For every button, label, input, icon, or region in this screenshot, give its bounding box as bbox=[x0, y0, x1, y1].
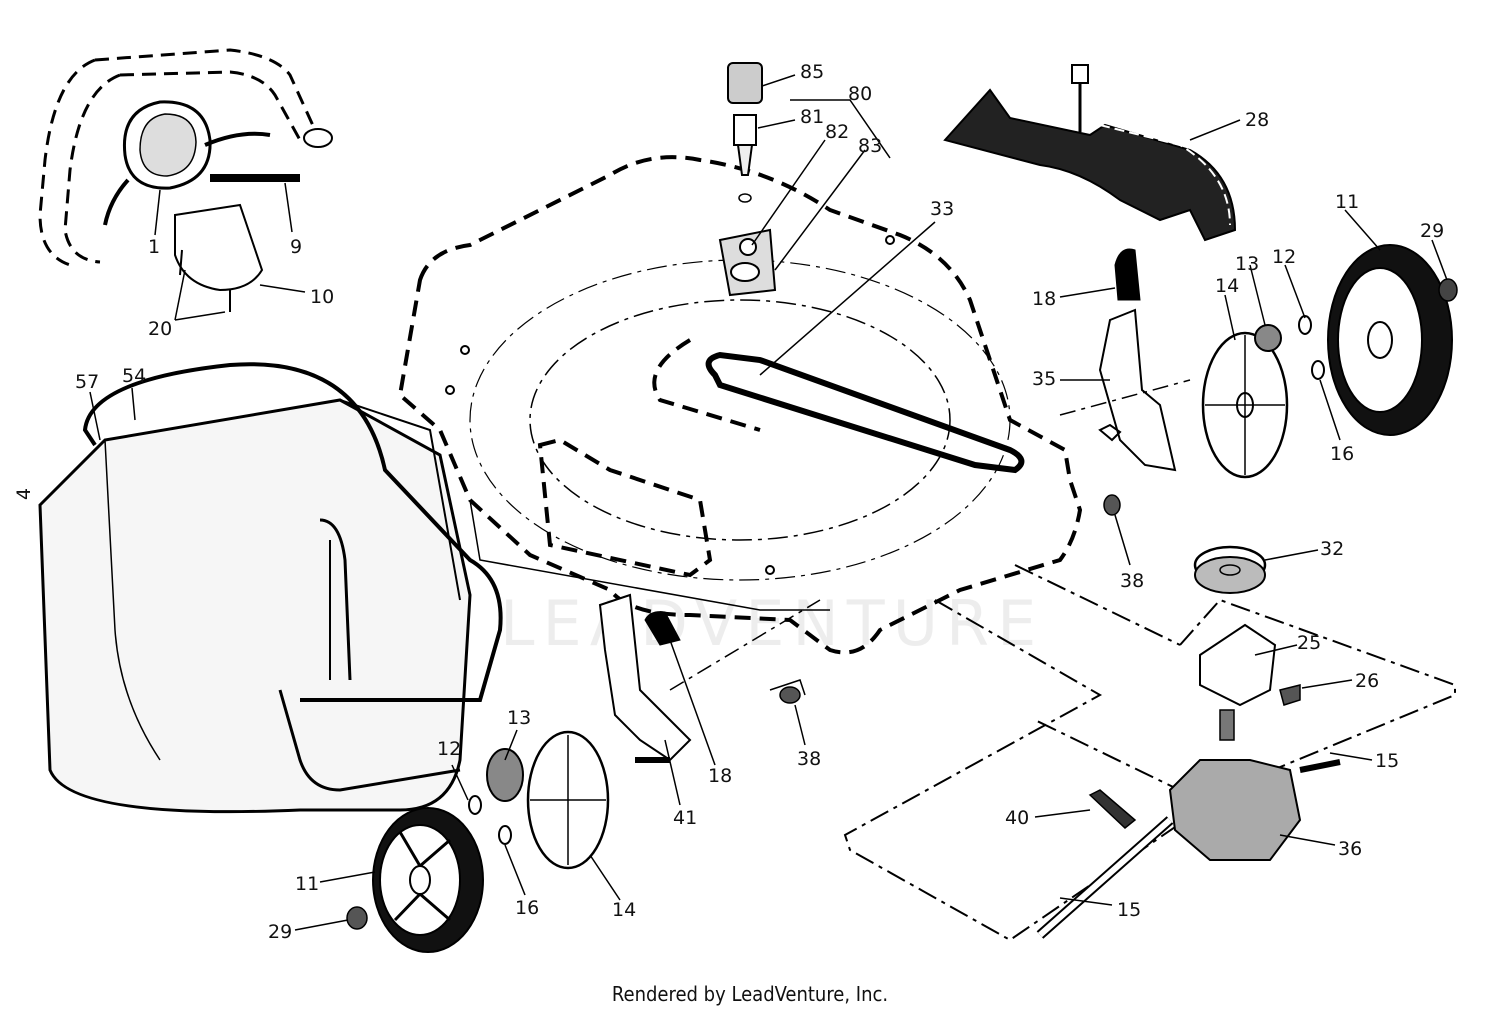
callout-16-right: 16 bbox=[1330, 443, 1354, 465]
callout-14-right: 14 bbox=[1215, 275, 1239, 297]
callout-16-left: 16 bbox=[515, 897, 539, 919]
callout-40: 40 bbox=[1005, 807, 1029, 829]
callout-12-left: 12 bbox=[437, 738, 461, 760]
callout-26: 26 bbox=[1355, 670, 1379, 692]
callout-29-left: 29 bbox=[268, 921, 292, 943]
callout-36: 36 bbox=[1338, 838, 1362, 860]
callout-11-left: 11 bbox=[295, 873, 319, 895]
callout-10: 10 bbox=[310, 286, 334, 308]
grass-catcher-bag bbox=[38, 362, 503, 814]
mower-deck bbox=[397, 155, 1083, 655]
callout-54: 54 bbox=[122, 365, 146, 387]
callout-25: 25 bbox=[1297, 632, 1321, 654]
watermark: LEADVENTURE bbox=[500, 587, 1044, 660]
right-wheel-assembly bbox=[1059, 244, 1458, 516]
callout-33: 33 bbox=[930, 198, 954, 220]
callout-83: 83 bbox=[858, 135, 882, 157]
callout-80: 80 bbox=[848, 83, 872, 105]
callout-18-left: 18 bbox=[708, 765, 732, 787]
height-adjuster bbox=[718, 62, 777, 297]
handle-control-assembly bbox=[38, 48, 333, 312]
callout-38-right: 38 bbox=[1120, 570, 1144, 592]
callout-32: 32 bbox=[1320, 538, 1344, 560]
callout-4: 4 bbox=[13, 488, 35, 500]
callout-labels: 1 9 10 20 57 54 4 85 80 81 82 83 33 28 1… bbox=[13, 61, 1444, 943]
callout-81: 81 bbox=[800, 106, 824, 128]
callout-41: 41 bbox=[673, 807, 697, 829]
callout-15-upper: 15 bbox=[1375, 750, 1399, 772]
discharge-chute bbox=[943, 64, 1237, 242]
callout-29-right: 29 bbox=[1420, 220, 1444, 242]
callout-11-right: 11 bbox=[1335, 191, 1359, 213]
callout-12-right: 12 bbox=[1272, 246, 1296, 268]
callout-35: 35 bbox=[1032, 368, 1056, 390]
transmission-assembly bbox=[843, 545, 1456, 942]
callout-9: 9 bbox=[290, 236, 302, 258]
left-wheel-assembly bbox=[346, 593, 821, 953]
callout-38-left: 38 bbox=[797, 748, 821, 770]
callout-18-right: 18 bbox=[1032, 288, 1056, 310]
callout-28: 28 bbox=[1245, 109, 1269, 131]
callout-15-lower: 15 bbox=[1117, 899, 1141, 921]
callout-57: 57 bbox=[75, 371, 99, 393]
drive-belt bbox=[705, 351, 1025, 474]
callout-13-left: 13 bbox=[507, 707, 531, 729]
callout-20: 20 bbox=[148, 318, 172, 340]
callout-1: 1 bbox=[148, 236, 160, 258]
footer-credit: Rendered by LeadVenture, Inc. bbox=[611, 982, 889, 1006]
callout-85: 85 bbox=[800, 61, 824, 83]
callout-82: 82 bbox=[825, 121, 849, 143]
callout-13-right: 13 bbox=[1235, 253, 1259, 275]
callout-14-left: 14 bbox=[612, 899, 636, 921]
leader-lines bbox=[89, 74, 1448, 931]
